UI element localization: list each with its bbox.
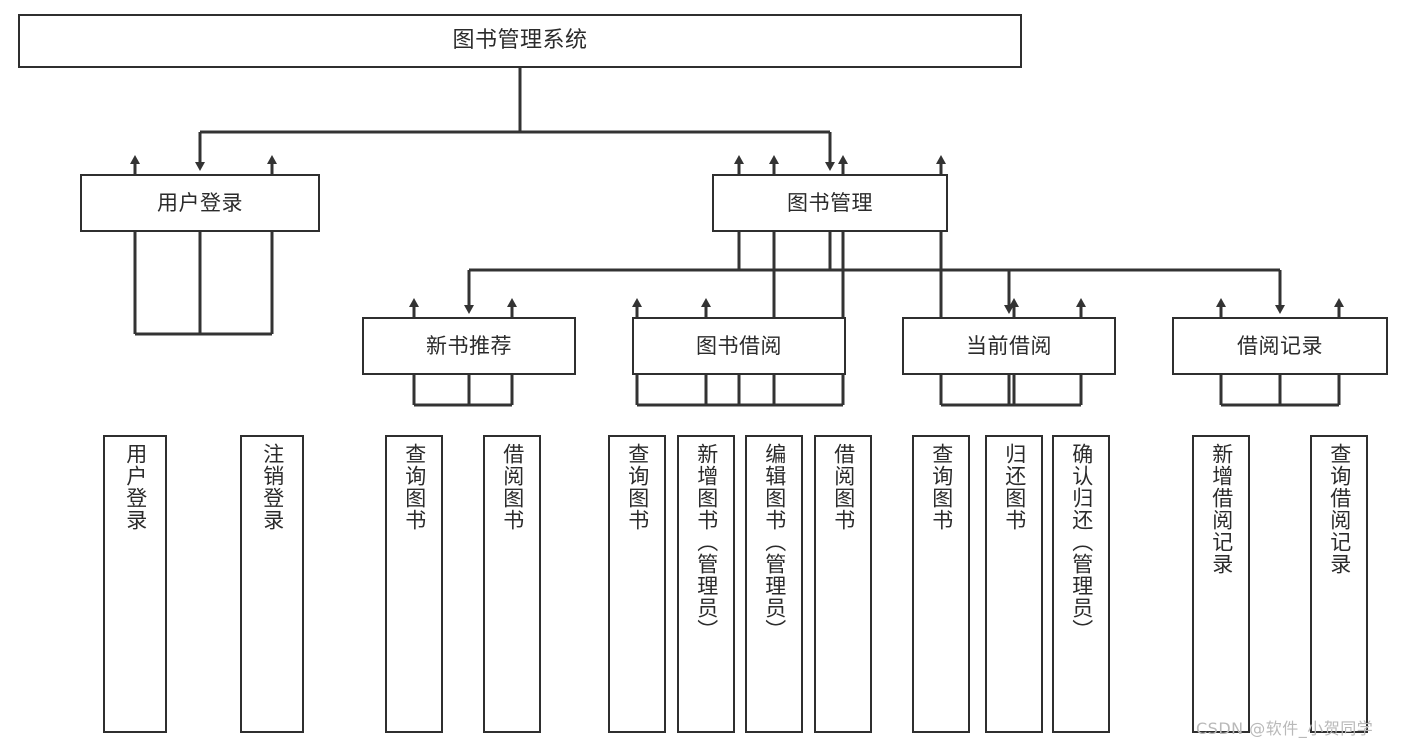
node-leaf-rec-borrow-book-label: 借阅图书	[500, 443, 525, 531]
node-leaf-user-logout[interactable]: 注销登录	[240, 435, 304, 733]
node-book-manage[interactable]: 图书管理	[712, 174, 948, 232]
node-leaf-bb-edit-book[interactable]: 编辑图书（管理员）	[745, 435, 803, 733]
node-root-label: 图书管理系统	[452, 28, 588, 54]
node-borrow-record[interactable]: 借阅记录	[1172, 317, 1388, 375]
node-leaf-user-login-label: 用户登录	[123, 443, 148, 531]
node-leaf-br-add-record-label: 新增借阅记录	[1209, 443, 1234, 575]
node-current-borrow[interactable]: 当前借阅	[902, 317, 1116, 375]
node-leaf-bb-add-book-label: 新增图书（管理员）	[694, 443, 719, 641]
node-user-login-label: 用户登录	[157, 190, 243, 215]
node-root[interactable]: 图书管理系统	[18, 14, 1022, 68]
node-new-book-rec-label: 新书推荐	[426, 333, 512, 358]
node-leaf-br-add-record[interactable]: 新增借阅记录	[1192, 435, 1250, 733]
watermark: CSDN @软件_小贺同学	[1196, 719, 1374, 738]
node-book-borrow-label: 图书借阅	[696, 333, 782, 358]
node-leaf-cb-return-book[interactable]: 归还图书	[985, 435, 1043, 733]
node-leaf-user-logout-label: 注销登录	[260, 443, 285, 531]
node-book-borrow[interactable]: 图书借阅	[632, 317, 846, 375]
node-leaf-cb-return-book-label: 归还图书	[1002, 443, 1027, 531]
node-leaf-bb-query-book-label: 查询图书	[625, 443, 650, 531]
node-leaf-cb-confirm-return-label: 确认归还（管理员）	[1069, 443, 1094, 641]
node-leaf-rec-borrow-book[interactable]: 借阅图书	[483, 435, 541, 733]
node-current-borrow-label: 当前借阅	[966, 333, 1052, 358]
node-leaf-br-query-record-label: 查询借阅记录	[1327, 443, 1352, 575]
node-leaf-bb-add-book[interactable]: 新增图书（管理员）	[677, 435, 735, 733]
node-new-book-rec[interactable]: 新书推荐	[362, 317, 576, 375]
node-leaf-user-login[interactable]: 用户登录	[103, 435, 167, 733]
node-leaf-bb-query-book[interactable]: 查询图书	[608, 435, 666, 733]
node-leaf-cb-confirm-return[interactable]: 确认归还（管理员）	[1052, 435, 1110, 733]
node-leaf-bb-borrow-book-label: 借阅图书	[831, 443, 856, 531]
node-book-manage-label: 图书管理	[787, 190, 873, 215]
node-leaf-br-query-record[interactable]: 查询借阅记录	[1310, 435, 1368, 733]
node-leaf-cb-query-book[interactable]: 查询图书	[912, 435, 970, 733]
node-leaf-bb-edit-book-label: 编辑图书（管理员）	[762, 443, 787, 641]
node-leaf-bb-borrow-book[interactable]: 借阅图书	[814, 435, 872, 733]
node-borrow-record-label: 借阅记录	[1237, 333, 1323, 358]
node-leaf-cb-query-book-label: 查询图书	[929, 443, 954, 531]
node-leaf-rec-query-book[interactable]: 查询图书	[385, 435, 443, 733]
node-user-login[interactable]: 用户登录	[80, 174, 320, 232]
node-leaf-rec-query-book-label: 查询图书	[402, 443, 427, 531]
